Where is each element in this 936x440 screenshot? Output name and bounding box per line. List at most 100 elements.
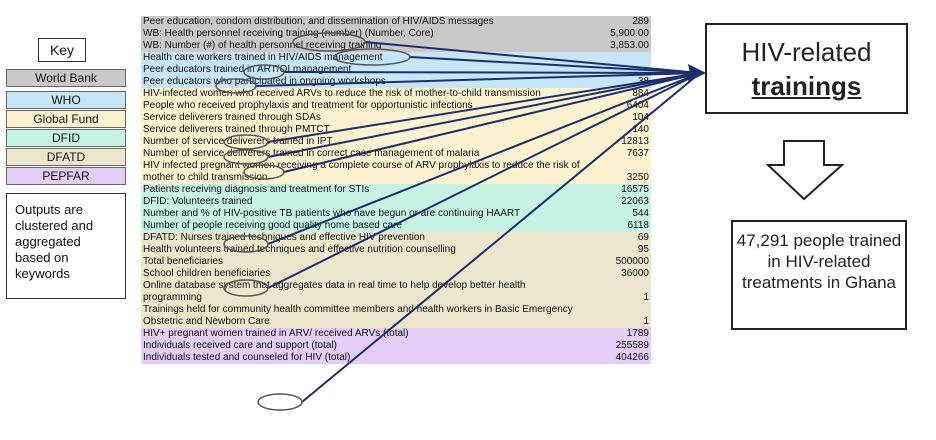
row-value: 289 [632,16,649,27]
table-row: People who received prophylaxis and trea… [141,100,651,112]
row-value: 104 [632,112,649,123]
result-box: 47,291 people trained in HIV-related tre… [731,220,907,330]
table-row: WB: Number (#) of health personnel recei… [141,40,651,52]
row-label: HIV+ pregnant women trained in ARV/ rece… [143,328,409,339]
row-label: Online database system that aggregates d… [143,280,526,303]
row-label: Health care workers trained in HIV/AIDS … [143,52,383,63]
row-value: 12813 [621,136,649,147]
key-item: PEPFAR [6,167,126,185]
row-label: Health volunteers trained techniques and… [143,244,456,255]
key-item: World Bank [6,69,126,87]
key-item: DFID [6,129,126,147]
connector-line [364,41,701,74]
row-label: Total beneficiaries [143,256,224,267]
key-item: DFATD [6,148,126,166]
outputs-table: Peer education, condom distribution, and… [141,16,651,364]
row-label: Patients receiving diagnosis and treatme… [143,184,370,195]
connector-line [283,72,701,173]
row-label: WB: Number (#) of health personnel recei… [143,40,382,51]
row-label: Trainings held for community health comm… [143,304,573,327]
table-row: Health care workers trained in HIV/AIDS … [141,52,651,64]
keyword-highlight-ellipse [223,149,269,165]
connector-line [283,71,701,74]
connector-line [267,72,701,143]
row-label: DFID: Volunteers trained [143,196,253,207]
row-label: Peer education, condom distribution, and… [143,16,494,27]
connector-line [409,56,701,74]
row-value: 1789 [626,328,649,339]
row-value: 3,853.00 [610,40,649,51]
row-value: 1 [643,316,649,327]
row-value: 500000 [615,256,649,267]
keyword-highlight-ellipse [257,393,303,411]
keyword-highlight-ellipse [243,64,285,80]
key-item: WHO [6,91,126,109]
row-label: Number of service deliverers trained in … [143,148,480,159]
table-row: Number of service deliverers trained in … [141,136,651,148]
connector-line [267,72,701,245]
row-value: 16575 [621,184,649,195]
row-label: Number of people receiving good quality … [143,220,403,231]
row-label: WB: Health personnel receiving training … [143,28,434,39]
row-value: 544 [632,208,649,219]
connector-line [267,72,701,158]
table-row: School children beneficiaries 36000 [141,268,651,280]
table-row: Number of people receiving good quality … [141,220,651,232]
keyword-highlight-ellipse [223,235,269,253]
key-title: Key [38,38,86,62]
row-value: 404266 [615,352,649,363]
row-label: People who received prophylaxis and trea… [143,100,473,111]
row-label: Number and % of HIV-positive TB patients… [143,208,521,219]
row-value: 6404 [626,100,649,111]
table-row: WB: Health personnel receiving training … [141,28,651,40]
keyword-highlight-ellipse [333,48,411,66]
table-row: Total beneficiaries 500000 [141,256,651,268]
table-row: Health volunteers trained techniques and… [141,244,651,256]
clustering-note: Outputs are clustered and aggregated bas… [6,193,126,299]
row-value: 140 [632,124,649,135]
keyword-highlight-ellipse [215,78,257,94]
row-label: Number of service deliverers trained in … [143,136,333,147]
row-label: Service deliverers trained through SDAs [143,112,321,123]
row-value: 69 [637,232,649,243]
hiv-trainings-title-box: HIV-related trainings [705,23,908,114]
row-value: 95 [637,244,649,255]
title-line-2: trainings [751,71,862,101]
row-value: 6118 [627,220,649,231]
table-row: Number and % of HIV-positive TB patients… [141,208,651,220]
table-row: Peer education, condom distribution, and… [141,16,651,28]
down-arrow-icon [766,140,845,201]
row-label: Individuals tested and counseled for HIV… [143,352,351,363]
table-row: HIV-infected women who received ARVs to … [141,88,651,100]
row-value: 36000 [621,268,649,279]
keyword-highlight-ellipse [243,164,285,180]
row-label: Service deliverers trained through PMTCT [143,124,330,135]
row-value: 5,900.00 [610,28,649,39]
row-label: School children beneficiaries [143,268,271,279]
table-row: Individuals tested and counseled for HIV… [141,352,651,364]
table-row: Individuals received care and support (t… [141,340,651,352]
key-item: Global Fund [6,110,126,128]
arrowhead-icon [688,64,706,82]
keyword-highlight-ellipse [292,32,366,52]
row-value: 3250 [626,172,649,183]
row-label: HIV-infected women who received ARVs to … [143,88,541,99]
connector-line [301,72,701,403]
table-row: Patients receiving diagnosis and treatme… [141,184,651,196]
row-label: Individuals received care and support (t… [143,340,337,351]
table-row: HIV+ pregnant women trained in ARV/ rece… [141,328,651,340]
row-value: 7637 [626,148,649,159]
connector-line [255,72,701,87]
table-row: Trainings held for community health comm… [141,304,651,328]
table-row: HIV infected pregnant women receiving a … [141,160,651,184]
connector-line [267,72,701,289]
row-label: Peer educators who participated in ongoi… [143,76,386,87]
row-value: 1 [643,292,649,303]
keyword-highlight-ellipse [223,279,269,297]
row-value: 884 [632,88,649,99]
row-label: Peer educators trained in ART/OI managem… [143,64,352,75]
table-row: Service deliverers trained through PMTCT… [141,124,651,136]
title-line-1: HIV-related [741,37,872,67]
